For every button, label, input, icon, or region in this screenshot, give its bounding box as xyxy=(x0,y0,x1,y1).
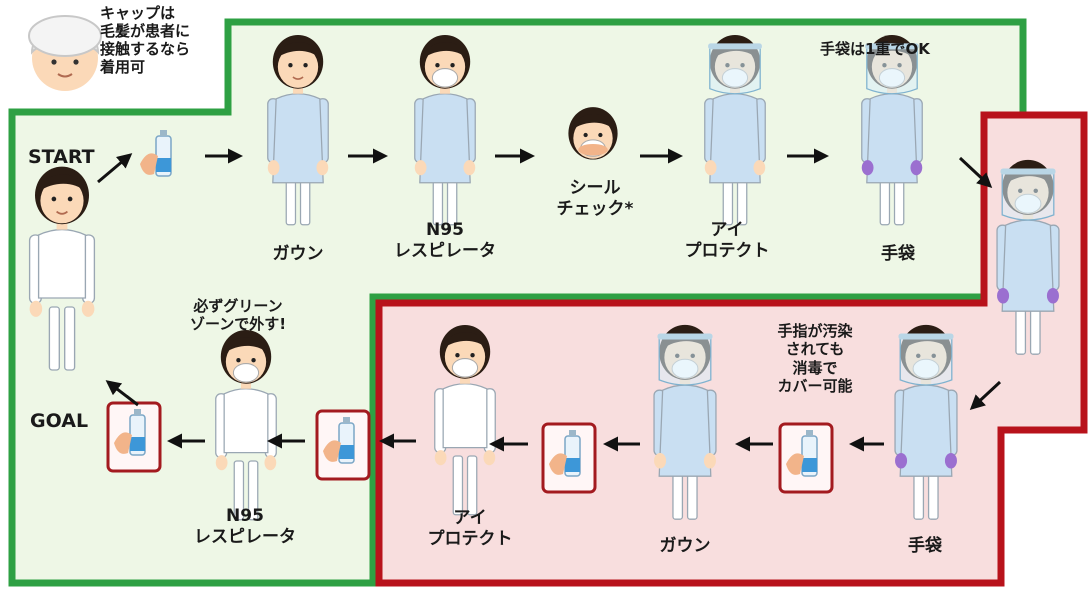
start-person xyxy=(28,166,96,371)
doff-gloves-person xyxy=(894,324,958,520)
doff-step-label-gown: ガウン xyxy=(659,536,711,556)
sanitizer-goal xyxy=(106,401,162,473)
sanitizer-doff-3 xyxy=(315,409,371,481)
don-gloves-person xyxy=(861,34,923,226)
don-n95-person xyxy=(414,34,476,226)
doff-step-label-gloves: 手袋 xyxy=(908,536,942,556)
sanitizers-layer xyxy=(106,130,834,494)
sanitizer-start xyxy=(140,130,172,177)
don-step-label-gloves: 手袋 xyxy=(881,244,915,264)
remove-in-green-note: 必ずグリーンゾーンで外す! xyxy=(190,297,287,333)
cap-person-icon xyxy=(28,15,102,91)
doff-eye-protect-person xyxy=(434,324,496,516)
don-step-label-gown: ガウン xyxy=(272,244,324,264)
red-zone-full-ppe-person xyxy=(996,159,1060,355)
arrow-6 xyxy=(958,156,993,189)
doff-step-label-eye-protect: アイプロテクト xyxy=(427,508,513,550)
don-step-label-seal-check: シールチェック* xyxy=(556,178,634,220)
contaminated-hands-note: 手指が汚染されても消毒でカバー可能 xyxy=(777,322,853,395)
single-glove-note: 手袋は1重でOK xyxy=(820,40,930,58)
arrow-start-to-sanitizer xyxy=(97,153,133,184)
cap-note: キャップは毛髪が患者に接触するなら着用可 xyxy=(100,4,191,76)
persons-layer xyxy=(28,34,1060,521)
start-label: START xyxy=(28,146,95,168)
goal-label: GOAL xyxy=(30,410,89,432)
don-step-label-eye-protect: アイプロテクト xyxy=(684,220,770,262)
seal-check-head xyxy=(568,107,618,160)
arrow-to-goal xyxy=(105,380,139,407)
arrow-7 xyxy=(969,380,1002,411)
doff-gown-person xyxy=(653,324,717,520)
don-eye-protect-person xyxy=(704,34,766,226)
arrows-layer xyxy=(97,148,1002,452)
doff-n95-person xyxy=(215,329,277,521)
sanitizer-doff-1 xyxy=(778,422,834,494)
don-gown-person xyxy=(267,34,329,226)
sanitizer-doff-2 xyxy=(541,422,597,494)
